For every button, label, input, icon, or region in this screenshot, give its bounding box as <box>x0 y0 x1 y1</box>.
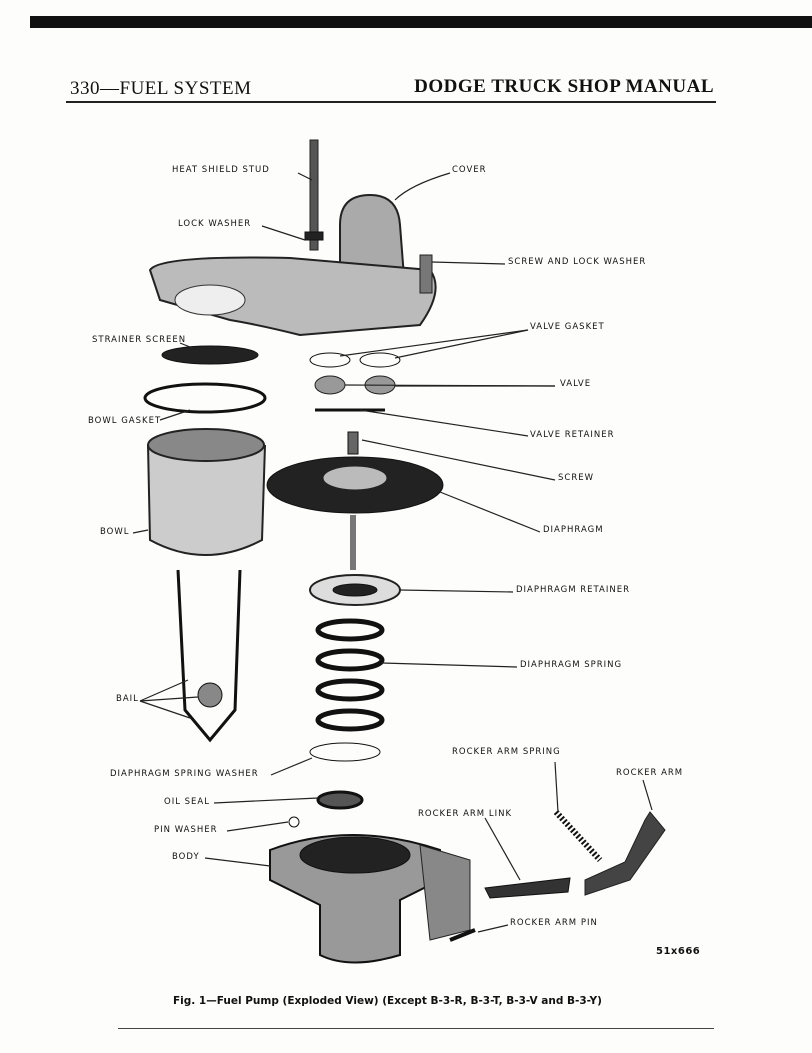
label-rocker-arm-link: ROCKER ARM LINK <box>418 809 513 819</box>
label-rocker-arm: ROCKER ARM <box>616 768 684 778</box>
label-bail: BAIL <box>116 694 139 704</box>
heat-shield-stud-part <box>304 139 324 251</box>
label-valve-gasket: VALVE GASKET <box>530 322 605 332</box>
rocker-arm-link-part <box>484 877 571 899</box>
figure-code: 51x666 <box>656 946 701 957</box>
oil-seal-part <box>316 790 364 810</box>
label-diaphragm-spring: DIAPHRAGM SPRING <box>520 660 623 670</box>
label-cover: COVER <box>452 165 487 175</box>
label-bowl-gasket: BOWL GASKET <box>88 416 162 426</box>
valve-gasket-part <box>309 352 351 368</box>
label-diaphragm: DIAPHRAGM <box>543 525 604 535</box>
label-diaphragm-retainer: DIAPHRAGM RETAINER <box>516 585 630 595</box>
pump-cover-housing <box>148 256 437 337</box>
pin-washer-part <box>288 816 300 828</box>
diaphragm-spring-washer-part <box>309 742 381 762</box>
label-valve-retainer: VALVE RETAINER <box>530 430 615 440</box>
leader-lines <box>132 172 653 933</box>
label-valve: VALVE <box>560 379 592 389</box>
top-border-bar <box>30 16 812 28</box>
label-body: BODY <box>172 852 200 862</box>
bowl-gasket-part <box>143 382 267 414</box>
label-heat-shield-stud: HEAT SHIELD STUD <box>172 165 270 175</box>
label-bowl: BOWL <box>100 527 130 537</box>
label-screw-and-lock-washer: SCREW AND LOCK WASHER <box>508 257 647 267</box>
label-screw: SCREW <box>558 473 595 483</box>
section-header: 330—FUEL SYSTEM <box>70 78 252 99</box>
rocker-arm-pin-part <box>449 928 476 942</box>
manual-title: DODGE TRUCK SHOP MANUAL <box>414 76 714 97</box>
figure-caption: Fig. 1—Fuel Pump (Exploded View) (Except… <box>173 995 602 1007</box>
rocker-arm-part <box>584 811 666 896</box>
bail-part <box>176 569 242 743</box>
label-rocker-arm-spring: ROCKER ARM SPRING <box>452 747 561 757</box>
label-rocker-arm-pin: ROCKER ARM PIN <box>510 918 598 928</box>
label-diaphragm-spring-washer: DIAPHRAGM SPRING WASHER <box>110 769 259 779</box>
diaphragm-spring-part <box>315 618 385 732</box>
label-lock-washer: LOCK WASHER <box>178 219 252 229</box>
label-strainer-screen: STRAINER SCREEN <box>92 335 187 345</box>
screw-part <box>419 254 433 294</box>
valve-part <box>314 375 346 395</box>
rocker-arm-spring-part <box>553 809 603 863</box>
valve-gasket-part <box>359 352 401 368</box>
footer-rule <box>118 1028 714 1029</box>
label-oil-seal: OIL SEAL <box>164 797 210 807</box>
screw-part <box>347 431 359 455</box>
header-rule <box>66 101 716 103</box>
bowl-part <box>147 444 266 556</box>
label-pin-washer: PIN WASHER <box>154 825 218 835</box>
